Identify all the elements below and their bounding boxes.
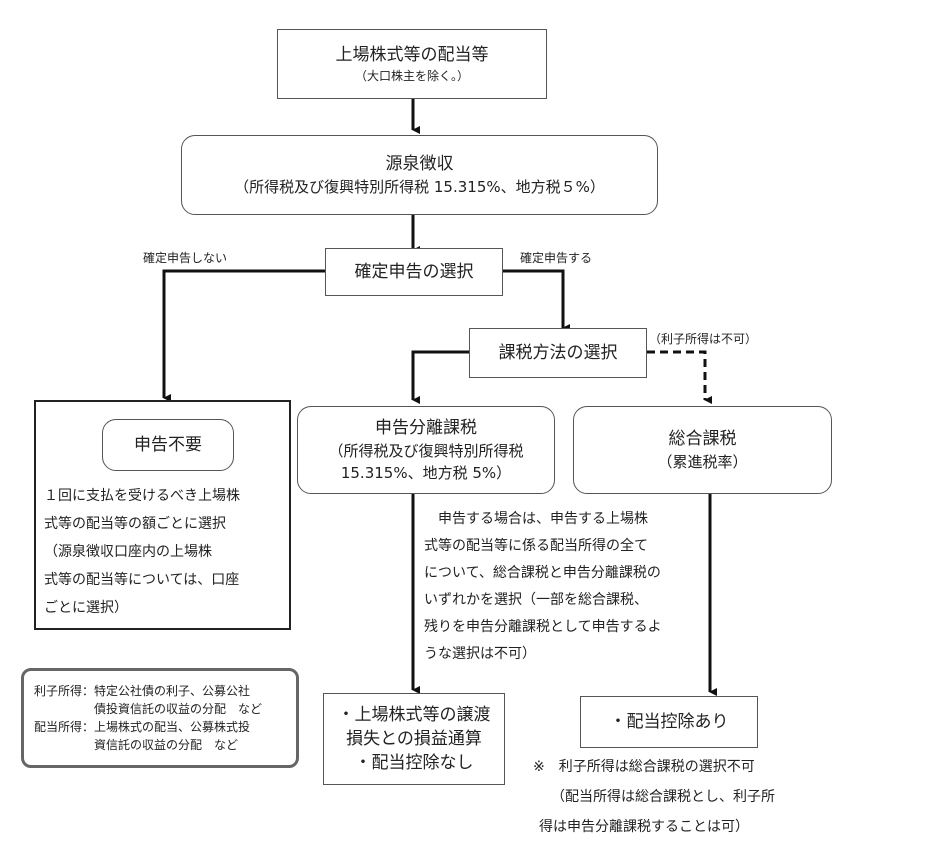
separate-result-line: ・上場株式等の譲渡 — [337, 705, 491, 725]
no-filing-line: 式等の配当等については、口座 — [44, 572, 240, 588]
footnote: ※ 利子所得は総合課税の選択不可 （配当所得は総合課税とし、利子所 得は申告分離… — [533, 752, 775, 842]
explanation-line: 式等の配当等に係る配当所得の全て — [424, 538, 648, 554]
legend-line: 債投資信託の収益の分配 など — [94, 702, 263, 716]
separate-taxation-line: （所得税及び復興特別所得税 — [328, 442, 524, 460]
arrow-to-separate — [411, 350, 470, 404]
comprehensive-taxation-title: 総合課税 — [668, 429, 737, 449]
comprehensive-taxation-sub: （累進税率） — [657, 453, 748, 471]
tax-method-title: 課税方法の選択 — [498, 343, 618, 363]
legend-box: 利子所得： 特定公社債の利子、公募公社 債投資信託の収益の分配 など 配当所得：… — [21, 668, 299, 768]
tax-method-note: （利子所得は不可） — [649, 332, 758, 346]
withholding-box: 源泉徴収 （所得税及び復興特別所得税 15.315%、地方税５%） — [181, 135, 658, 215]
explanation-line: 申告する場合は、申告する上場株 — [438, 511, 648, 527]
separate-result-line: ・配当控除なし — [354, 753, 474, 773]
separate-result-line: 損失との損益通算 — [346, 729, 482, 749]
separate-taxation-line: 15.315%、地方税 5%） — [340, 464, 512, 482]
no-filing-label: 確定申告しない — [143, 251, 228, 265]
no-filing-line: （源泉徴収口座内の上場株 — [44, 544, 212, 560]
no-filing-box: 申告不要 １回に支払を受けるべき上場株 式等の配当等の額ごとに選択 （源泉徴収口… — [34, 400, 291, 630]
tax-method-box: 課税方法の選択 — [469, 328, 647, 378]
separate-taxation-title: 申告分離課税 — [375, 418, 477, 438]
arrow-to-comprehensive-dashed — [647, 350, 712, 404]
listed-dividends-title: 上場株式等の配当等 — [335, 45, 489, 65]
explanation-line: 残りを申告分離課税として申告するよ — [424, 619, 662, 635]
legend-line: 上場株式の配当、公募株式投 — [94, 720, 251, 734]
listed-dividends-sub: （大口株主を除く。） — [354, 69, 469, 83]
withholding-sub: （所得税及び復興特別所得税 15.315%、地方税５%） — [234, 178, 605, 196]
arrow-yes-filing — [500, 269, 570, 332]
no-filing-title: 申告不要 — [134, 435, 202, 455]
no-filing-line: 式等の配当等の額ごとに選択 — [44, 516, 226, 532]
legend-key: 配当所得： — [34, 720, 95, 734]
filing-choice-box: 確定申告の選択 — [325, 248, 503, 296]
explanation-line: いずれかを選択（一部を総合課税、 — [424, 592, 648, 608]
explanation-text: 申告する場合は、申告する上場株 式等の配当等に係る配当所得の全て について、総合… — [424, 506, 714, 668]
withholding-title: 源泉徴収 — [385, 154, 454, 174]
yes-filing-label: 確定申告する — [520, 251, 593, 265]
footnote-line: 得は申告分離課税することは可） — [539, 819, 749, 835]
no-filing-description: １回に支払を受けるべき上場株 式等の配当等の額ごとに選択 （源泉徴収口座内の上場… — [44, 482, 240, 622]
legend-line: 特定公社債の利子、公募公社 — [94, 684, 251, 698]
filing-choice-title: 確定申告の選択 — [354, 262, 474, 282]
legend-row-dividend: 配当所得： 上場株式の配当、公募株式投 資信託の収益の分配 など — [34, 718, 250, 754]
footnote-line: ※ 利子所得は総合課税の選択不可 — [533, 759, 755, 775]
explanation-line: について、総合課税と申告分離課税の — [424, 565, 661, 581]
legend-row-interest: 利子所得： 特定公社債の利子、公募公社 債投資信託の収益の分配 など — [34, 682, 262, 718]
footnote-line: （配当所得は総合課税とし、利子所 — [551, 789, 775, 805]
comprehensive-result-box: ・配当控除あり — [580, 696, 758, 748]
listed-dividends-box: 上場株式等の配当等 （大口株主を除く。） — [277, 29, 547, 99]
no-filing-title-box: 申告不要 — [102, 419, 234, 471]
separate-taxation-box: 申告分離課税 （所得税及び復興特別所得税 15.315%、地方税 5%） — [297, 406, 555, 494]
legend-key: 利子所得： — [34, 684, 95, 698]
no-filing-line: ごとに選択） — [44, 600, 128, 616]
explanation-line: うな選択は不可） — [424, 646, 536, 662]
arrow-no-filing — [162, 269, 325, 402]
comprehensive-taxation-box: 総合課税 （累進税率） — [573, 406, 832, 494]
separate-result-box: ・上場株式等の譲渡 損失との損益通算 ・配当控除なし — [323, 693, 505, 785]
legend-line: 資信託の収益の分配 など — [94, 738, 239, 752]
no-filing-line: １回に支払を受けるべき上場株 — [44, 488, 240, 504]
comprehensive-result-title: ・配当控除あり — [609, 712, 729, 732]
